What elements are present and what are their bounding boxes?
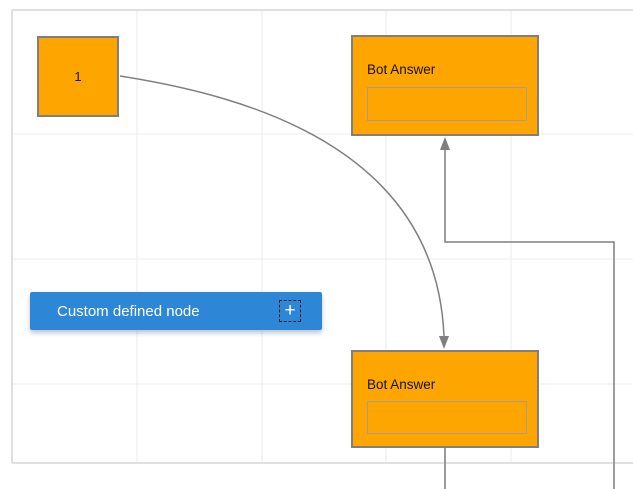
add-node-button[interactable]: + <box>279 300 301 322</box>
custom-defined-node[interactable]: Custom defined node + <box>30 292 322 330</box>
page-border <box>11 9 633 464</box>
arrowhead-down-icon <box>439 336 449 349</box>
orthogonal-connector[interactable] <box>440 137 615 489</box>
arrowhead-up-icon <box>440 137 450 150</box>
bot-answer-top-node[interactable]: Bot Answer <box>351 35 539 136</box>
plus-icon: + <box>284 300 296 321</box>
bot-answer-bottom-node[interactable]: Bot Answer <box>351 350 539 448</box>
bot-answer-input[interactable] <box>367 87 527 121</box>
bot-answer-title: Bot Answer <box>367 62 436 77</box>
square-node-label: 1 <box>74 69 82 84</box>
curve-connector[interactable] <box>119 75 449 349</box>
bot-answer-input[interactable] <box>367 401 527 434</box>
custom-node-label: Custom defined node <box>57 302 200 320</box>
bot-answer-title: Bot Answer <box>367 377 436 392</box>
square-node[interactable]: 1 <box>37 36 119 117</box>
